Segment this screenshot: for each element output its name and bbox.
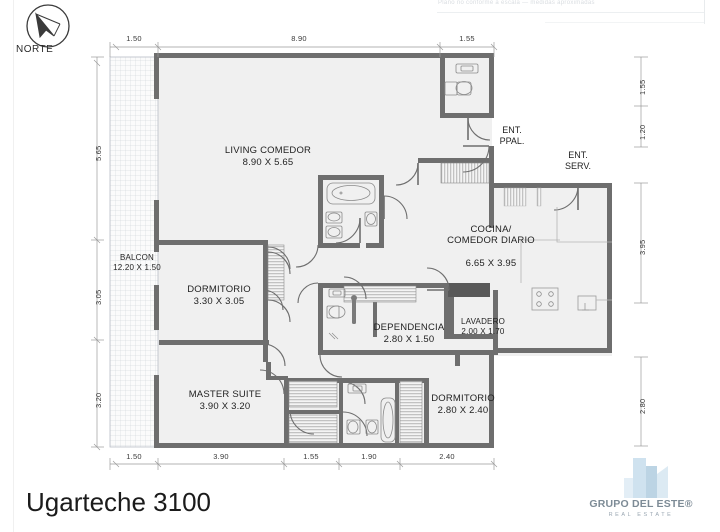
room-label-balcon: BALCON 12.20 X 1.50 <box>113 253 161 272</box>
entrance-label-servicio: ENT. SERV. <box>565 150 591 172</box>
room-dims-dormitorio-1: 3.30 X 3.05 <box>193 295 245 307</box>
top-faint-note: Plano no conforme a escala — medidas apr… <box>438 0 595 6</box>
entrance-servicio-line2: SERV. <box>564 161 592 171</box>
top-faint-rule-secondary <box>545 22 705 23</box>
room-name-master-suite: MASTER SUITE <box>188 389 262 400</box>
north-compass-icon <box>26 4 70 48</box>
hatched-fixtures <box>267 162 542 444</box>
brand-logo: GRUPO DEL ESTE® REAL ESTATE <box>576 452 706 524</box>
room-dims-master-suite: 3.90 X 3.20 <box>199 400 251 412</box>
entrance-servicio-line1: ENT. <box>568 150 588 160</box>
door-swings <box>259 117 579 437</box>
room-label-dormitorio-2: DORMITORIO 2.80 X 2.40 <box>431 393 495 416</box>
dim-top-1: 1.50 <box>126 34 142 43</box>
dim-bottom-3: 1.55 <box>303 452 319 461</box>
room-label-dependencia: DEPENDENCIA 2.80 X 1.50 <box>374 322 445 345</box>
dim-left-3: 3.20 <box>94 392 103 408</box>
room-name-cocina: COCINA/ COMEDOR DIARIO <box>447 223 535 247</box>
dim-right-2: 1.20 <box>638 124 647 140</box>
room-label-living: LIVING COMEDOR 8.90 X 5.65 <box>225 145 311 168</box>
room-label-master-suite: MASTER SUITE 3.90 X 3.20 <box>189 389 262 412</box>
page-title: Ugarteche 3100 <box>26 487 212 517</box>
dimension-lines <box>91 42 648 470</box>
entrance-label-principal: ENT. PPAL. <box>500 125 525 147</box>
dim-top-2: 8.90 <box>291 34 307 43</box>
dim-left-2: 3.05 <box>94 289 103 305</box>
room-dims-living: 8.90 X 5.65 <box>242 156 294 168</box>
room-dims-dormitorio-2: 2.80 X 2.40 <box>437 404 489 416</box>
compass-label: NORTE <box>16 44 54 55</box>
dim-bottom-2: 3.90 <box>213 452 229 461</box>
dim-top-3: 1.55 <box>459 34 475 43</box>
left-margin-rule <box>13 0 14 532</box>
plumbing-fixtures <box>325 63 612 443</box>
dim-bottom-1: 1.50 <box>126 452 142 461</box>
balcony-area <box>109 56 159 448</box>
room-label-lavadero: LAVADERO 2.00 X 1.70 <box>461 317 505 336</box>
entrance-principal-line1: ENT. <box>502 125 522 135</box>
room-label-cocina: COCINA/ COMEDOR DIARIO 6.65 X 3.95 <box>447 212 535 281</box>
room-dims-cocina: 6.65 X 3.95 <box>465 258 517 269</box>
room-dims-dependencia: 2.80 X 1.50 <box>383 333 435 345</box>
room-name-lavadero: LAVADERO <box>461 317 505 326</box>
entrance-principal-line2: PPAL. <box>499 136 525 146</box>
room-name-dependencia: DEPENDENCIA <box>373 322 445 333</box>
brand-name: GRUPO DEL ESTE® <box>589 498 693 510</box>
dim-right-3: 3.95 <box>638 239 647 255</box>
walls <box>154 53 612 448</box>
room-dims-lavadero: 2.00 X 1.70 <box>461 326 505 336</box>
room-label-dormitorio-1: DORMITORIO 3.30 X 3.05 <box>187 284 251 307</box>
dim-bottom-4: 1.90 <box>361 452 377 461</box>
room-name-balcon: BALCON <box>119 253 155 262</box>
top-right-rule <box>704 0 705 24</box>
room-name-living: LIVING COMEDOR <box>224 145 312 156</box>
dim-left-1: 5.65 <box>94 145 103 161</box>
top-faint-rule <box>437 12 705 13</box>
building-icon <box>624 458 668 498</box>
dim-right-4: 2.80 <box>638 398 647 414</box>
dim-bottom-5: 2.40 <box>439 452 455 461</box>
room-name-dormitorio-2: DORMITORIO <box>431 393 495 404</box>
brand-tagline: REAL ESTATE <box>608 512 674 518</box>
dim-right-1: 1.55 <box>638 79 647 95</box>
room-dims-balcon: 12.20 X 1.50 <box>113 262 161 272</box>
room-name-dormitorio-1: DORMITORIO <box>187 284 251 295</box>
